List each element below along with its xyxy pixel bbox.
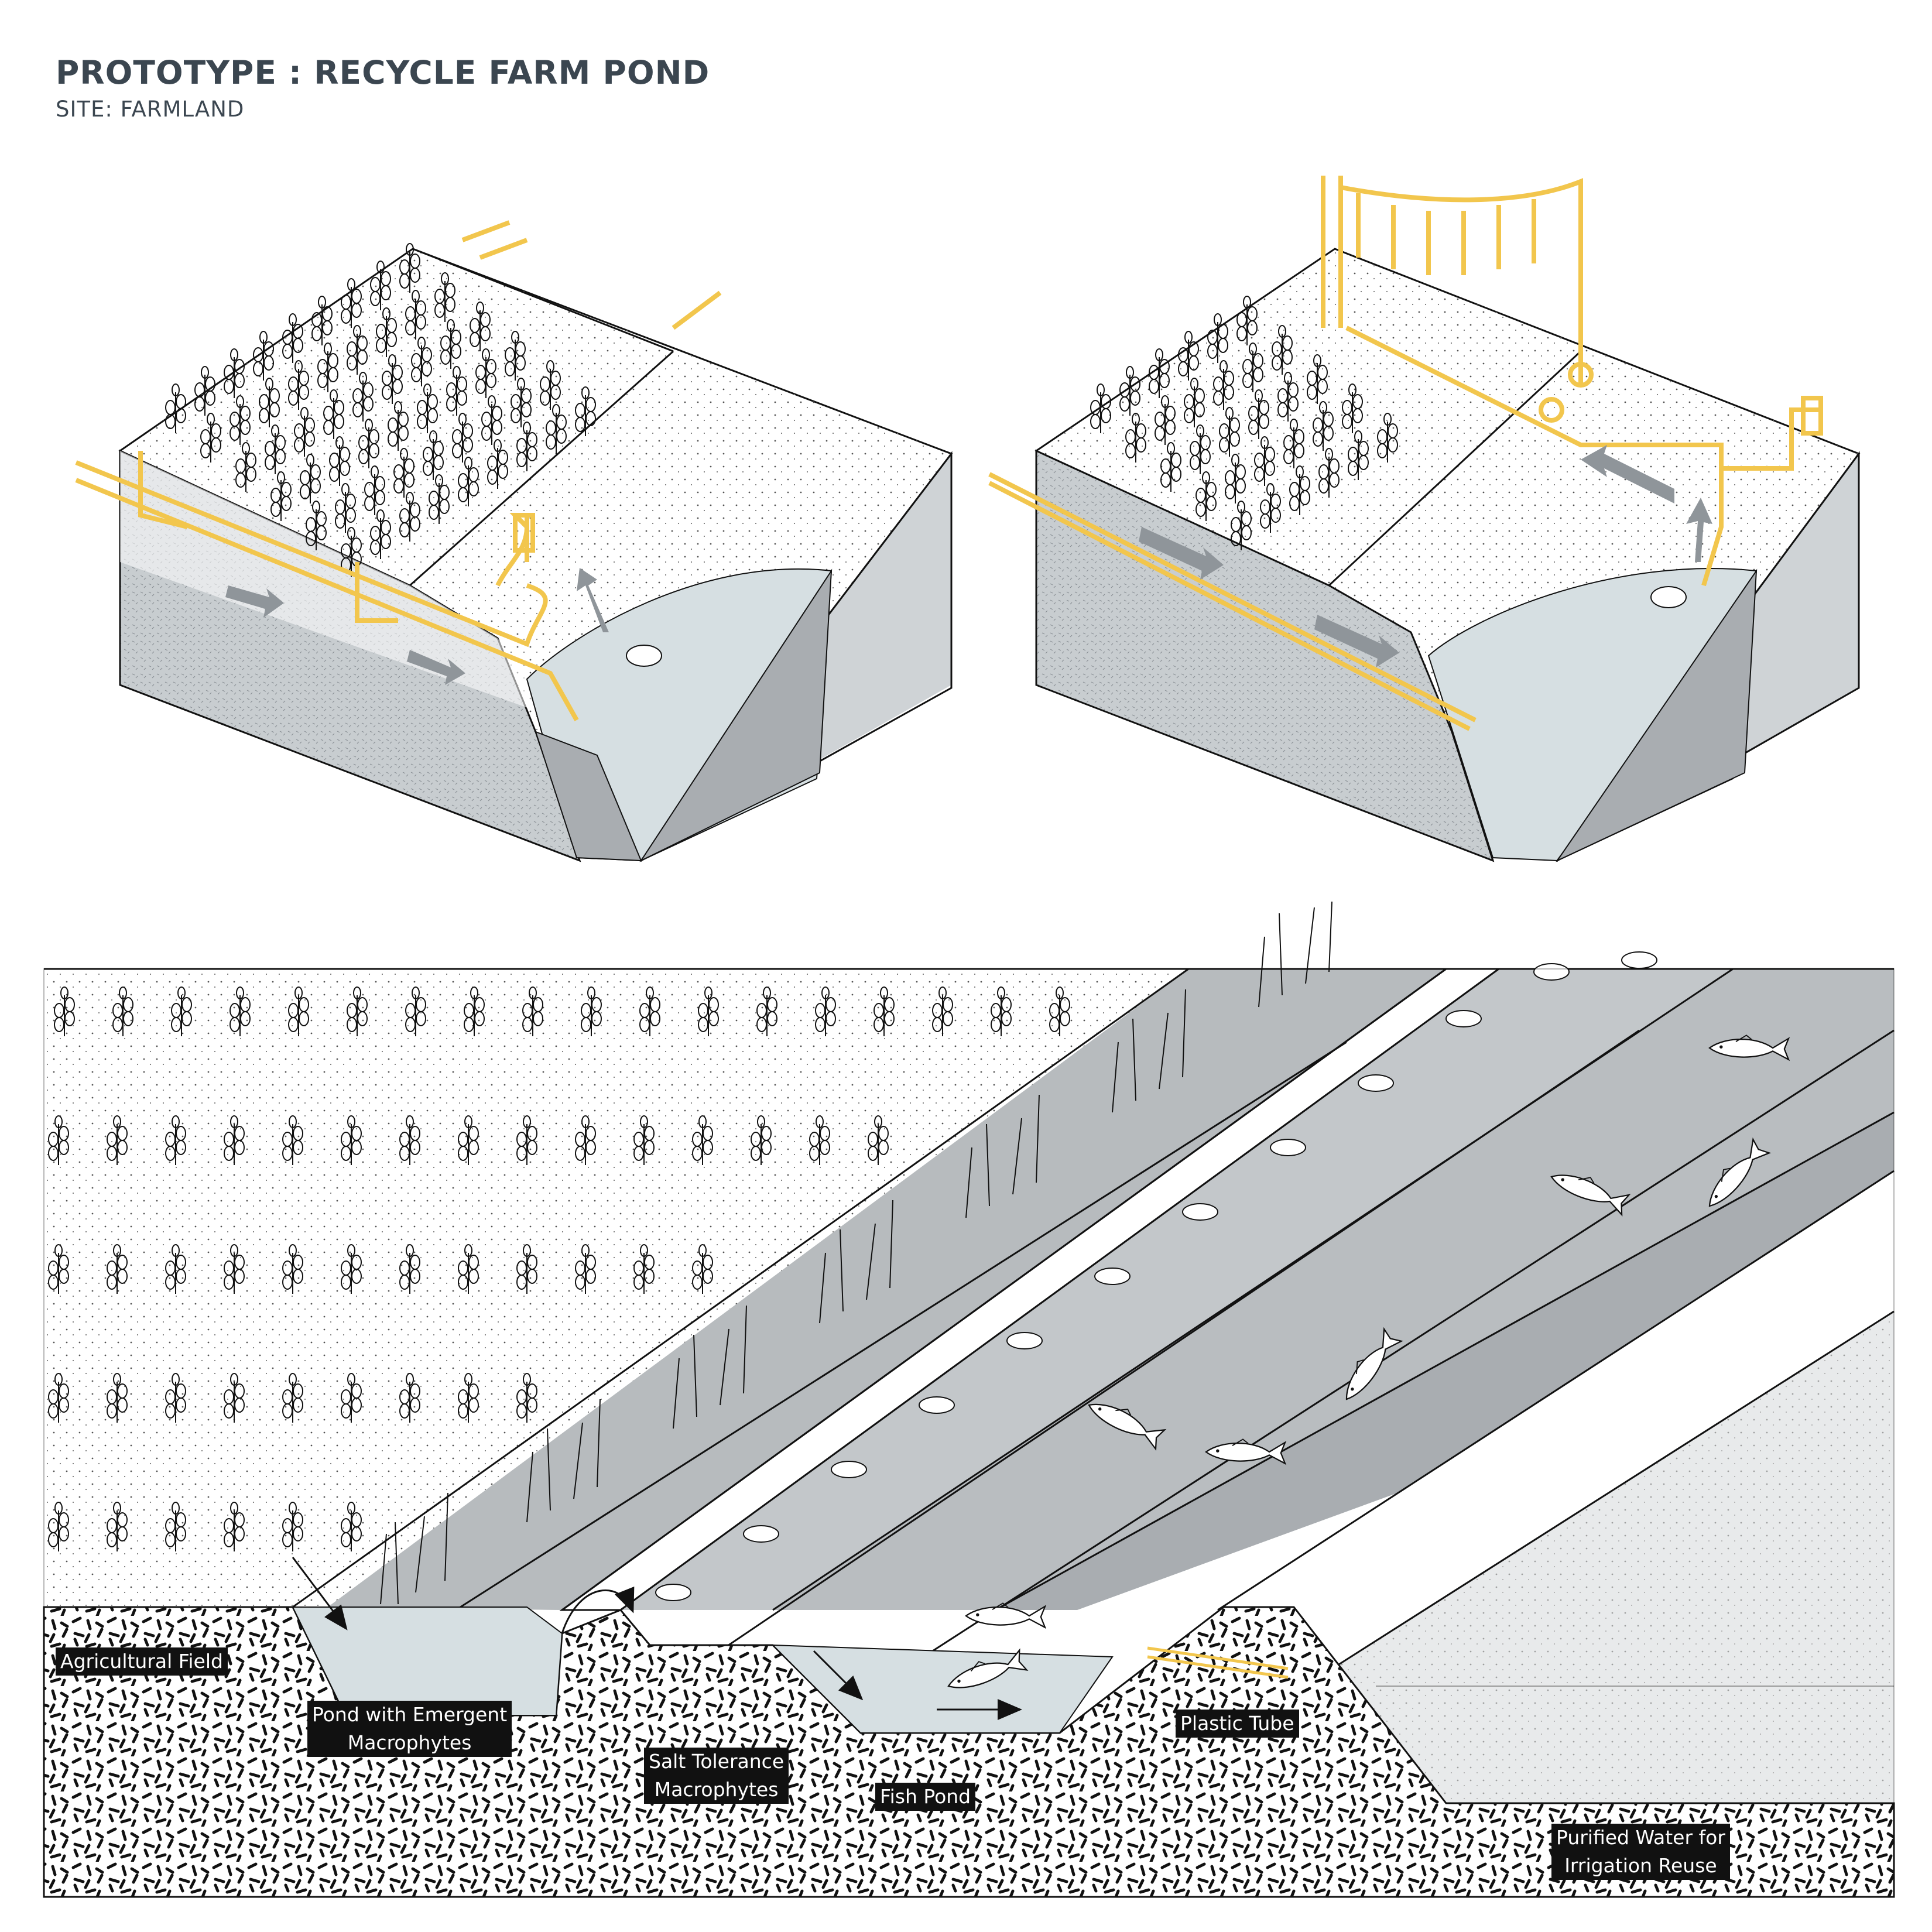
label-purified-water-line1: Purified Water for xyxy=(1556,1824,1725,1852)
block-diagram-right xyxy=(989,176,1859,861)
label-fish-pond: Fish Pond xyxy=(875,1783,975,1811)
label-pond-emergent-line1: Pond with Emergent xyxy=(312,1701,507,1729)
label-agricultural-field: Agricultural Field xyxy=(56,1647,228,1676)
label-plastic-tube: Plastic Tube xyxy=(1176,1710,1299,1738)
label-pond-emergent: Pond with Emergent Macrophytes xyxy=(307,1701,512,1757)
label-salt-tolerance-line1: Salt Tolerance xyxy=(649,1748,784,1776)
label-purified-water: Purified Water for Irrigation Reuse xyxy=(1551,1824,1730,1880)
label-purified-water-line2: Irrigation Reuse xyxy=(1556,1852,1725,1880)
block-diagram-left xyxy=(76,222,951,864)
label-salt-tolerance: Salt Tolerance Macrophytes xyxy=(644,1748,789,1804)
label-salt-tolerance-line2: Macrophytes xyxy=(649,1776,784,1804)
label-pond-emergent-line2: Macrophytes xyxy=(312,1729,507,1757)
